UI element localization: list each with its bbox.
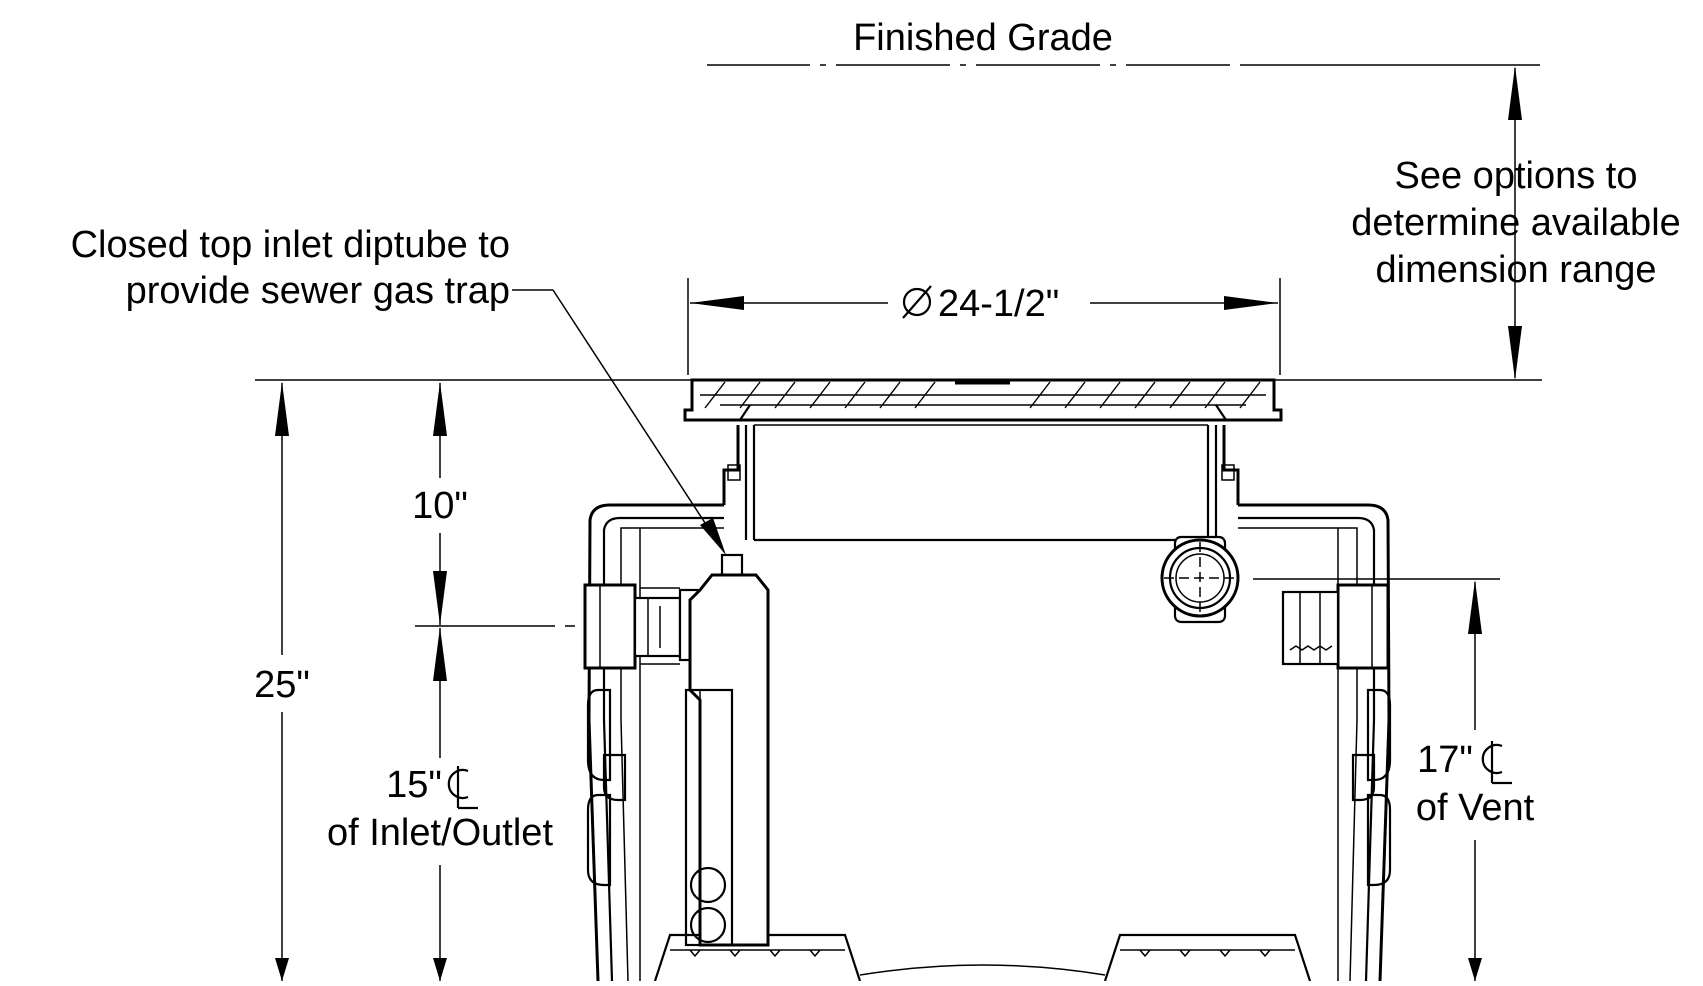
- vent-centerline-dimension: [1253, 578, 1500, 981]
- diameter-dimension: [687, 278, 1281, 375]
- lid: [683, 378, 1283, 422]
- centerline-icon: [447, 766, 478, 810]
- diameter-value: 24-1/2": [938, 283, 1059, 325]
- outlet-fitting: [1281, 583, 1390, 670]
- diptube-label-line-2: provide sewer gas trap: [126, 270, 510, 312]
- see-options-line-1: See options to: [1395, 155, 1638, 197]
- diameter-icon: [902, 285, 932, 319]
- grade-range-dimension: [1290, 66, 1542, 381]
- riser: [722, 424, 1240, 542]
- vent-centerline-icon: [1481, 741, 1512, 785]
- diptube-leader: [512, 289, 726, 555]
- overall-height-label: 25": [254, 664, 310, 706]
- inlet-offset-label: 10": [412, 485, 468, 527]
- see-options-line-3: dimension range: [1376, 249, 1657, 291]
- finished-grade-label: Finished Grade: [853, 17, 1113, 59]
- inlet-height-label: 15": [386, 764, 442, 806]
- see-options-line-2: determine available: [1351, 202, 1681, 244]
- inlet-diptube: [684, 553, 770, 947]
- lid-hatching: [704, 381, 1261, 409]
- inlet-fitting: [583, 583, 704, 670]
- inlet-outlet-label: of Inlet/Outlet: [327, 812, 553, 854]
- inlet-centerline-dimension: [415, 382, 575, 981]
- vent-height-label: 17": [1417, 739, 1473, 781]
- vent-label: of Vent: [1416, 787, 1535, 829]
- vent-fitting: [1160, 535, 1240, 624]
- overall-height-dimension: [275, 382, 289, 981]
- diptube-label-line-1: Closed top inlet diptube to: [71, 224, 510, 266]
